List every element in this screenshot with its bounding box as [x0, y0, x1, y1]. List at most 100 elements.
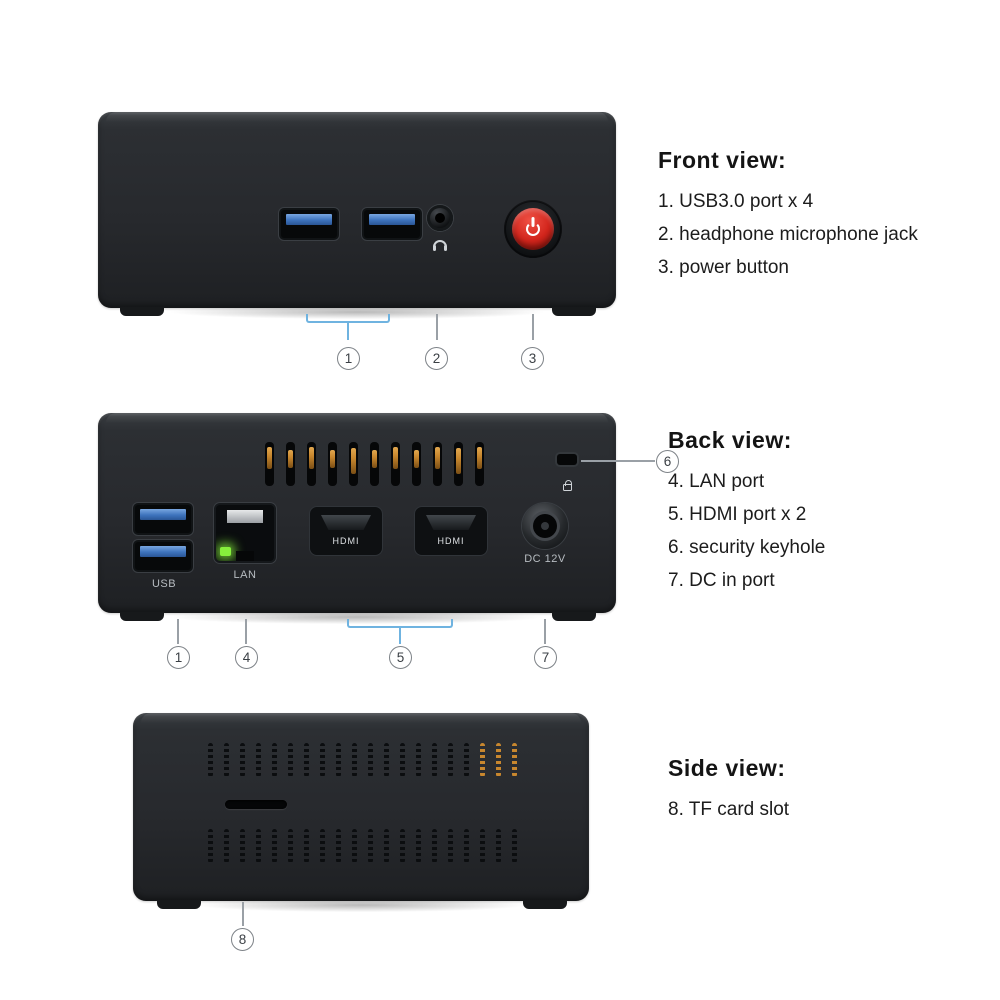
legend-item-back-2: 5. HDMI port x 2 — [668, 504, 807, 525]
vent-dot-column — [256, 829, 261, 863]
vent-grille — [265, 442, 484, 486]
side-foot-right — [523, 900, 567, 909]
front-foot-left — [120, 307, 164, 316]
vent-slot — [286, 442, 295, 486]
callout-number-back-usb: 1 — [167, 646, 190, 669]
vent-dot-column — [384, 829, 389, 863]
vent-dot-column — [464, 743, 469, 777]
vent-slot — [328, 442, 337, 486]
legend-item-back-1: 4. LAN port — [668, 471, 765, 492]
back-usb-port-2 — [135, 542, 191, 570]
callout-line-back-keyhole — [581, 460, 655, 462]
vent-dot-column — [208, 743, 213, 777]
vent-dot-column — [512, 743, 517, 777]
vent-dot-column — [320, 829, 325, 863]
front-usb-port-1 — [281, 210, 337, 238]
front-view-legend: Front view: 1. USB3.0 port x 4 2. headph… — [658, 147, 918, 284]
callout-line-back-lan — [245, 619, 247, 644]
callout-number-back-dc: 7 — [534, 646, 557, 669]
vent-dot-column — [352, 743, 357, 777]
usb-tongue — [140, 509, 186, 520]
vent-dot-column — [240, 829, 245, 863]
hdmi-slot — [321, 515, 371, 530]
side-foot-left — [157, 900, 201, 909]
callout-number-back-lan: 4 — [235, 646, 258, 669]
power-button — [504, 200, 562, 258]
vent-dot-column — [480, 829, 485, 863]
vent-dot-column — [496, 743, 501, 777]
vent-dot-column — [400, 743, 405, 777]
legend-item-back-4: 7. DC in port — [668, 570, 775, 591]
vent-dot-column — [352, 829, 357, 863]
vent-dot-column — [368, 829, 373, 863]
vent-slot — [391, 442, 400, 486]
vent-dot-column — [272, 743, 277, 777]
vent-slot — [265, 442, 274, 486]
usb-port-label: USB — [151, 578, 177, 590]
vent-dot-column — [336, 829, 341, 863]
callout-bracket-front-usb — [306, 314, 390, 323]
usb-tongue — [369, 214, 415, 225]
vent-dot-column — [320, 743, 325, 777]
callout-line-side-tf — [242, 902, 244, 926]
headphone-microphone-jack — [427, 205, 453, 231]
power-button-cap — [512, 208, 554, 250]
back-panel: USB LAN HDMI HDMI DC 12V — [98, 413, 616, 621]
vent-slot — [412, 442, 421, 486]
callout-line-front-power — [532, 314, 534, 340]
side-panel — [133, 713, 589, 909]
vent-dot-column — [480, 743, 485, 777]
headphone-icon — [433, 240, 447, 251]
hdmi-port-1: HDMI — [310, 507, 382, 555]
vent-dot-column — [432, 743, 437, 777]
vent-dot-column — [304, 743, 309, 777]
vent-dot-column — [448, 743, 453, 777]
callout-number-front-power: 3 — [521, 347, 544, 370]
vent-dot-column — [496, 829, 501, 863]
vent-dot-column — [384, 743, 389, 777]
vent-slot — [475, 442, 484, 486]
back-foot-left — [120, 612, 164, 621]
vent-dot-column — [288, 829, 293, 863]
dc-port-label: DC 12V — [524, 553, 566, 565]
legend-item-front-1: 1. USB3.0 port x 4 — [658, 191, 814, 212]
vent-dot-column — [288, 743, 293, 777]
power-icon — [526, 222, 540, 236]
callout-number-back-keyhole: 6 — [656, 450, 679, 473]
back-view-heading: Back view: — [668, 427, 792, 453]
callout-line-back-usb — [177, 619, 179, 644]
front-foot-right — [552, 307, 596, 316]
legend-item-side-1: 8. TF card slot — [668, 799, 790, 820]
vent-slot — [433, 442, 442, 486]
vent-dot-column — [304, 829, 309, 863]
vent-dot-column — [224, 743, 229, 777]
vent-dot-column — [256, 743, 261, 777]
vent-dot-column — [240, 743, 245, 777]
callout-number-back-hdmi: 5 — [389, 646, 412, 669]
vent-dot-column — [448, 829, 453, 863]
vent-dot-column — [224, 829, 229, 863]
front-panel — [98, 112, 616, 316]
callout-number-side-tf: 8 — [231, 928, 254, 951]
legend-item-back-3: 6. security keyhole — [668, 537, 826, 558]
hdmi-slot — [426, 515, 476, 530]
callout-number-front-usb: 1 — [337, 347, 360, 370]
lock-icon — [563, 480, 572, 491]
hdmi-port-label: HDMI — [437, 536, 465, 546]
vent-dot-column — [432, 829, 437, 863]
callout-line-back-dc — [544, 619, 546, 644]
vent-slot — [307, 442, 316, 486]
legend-item-front-3: 3. power button — [658, 257, 789, 278]
side-view-heading: Side view: — [668, 755, 786, 781]
vent-slot — [349, 442, 358, 486]
callout-tail-back-hdmi — [399, 628, 401, 644]
tf-card-slot — [225, 800, 287, 809]
vent-dot-column — [400, 829, 405, 863]
vent-dot-column — [416, 743, 421, 777]
dc-in-port — [522, 503, 568, 549]
front-view-heading: Front view: — [658, 147, 787, 173]
front-usb-port-2 — [364, 210, 420, 238]
lan-port-label: LAN — [233, 569, 257, 581]
usb-tongue — [286, 214, 332, 225]
vent-dot-column — [208, 829, 213, 863]
